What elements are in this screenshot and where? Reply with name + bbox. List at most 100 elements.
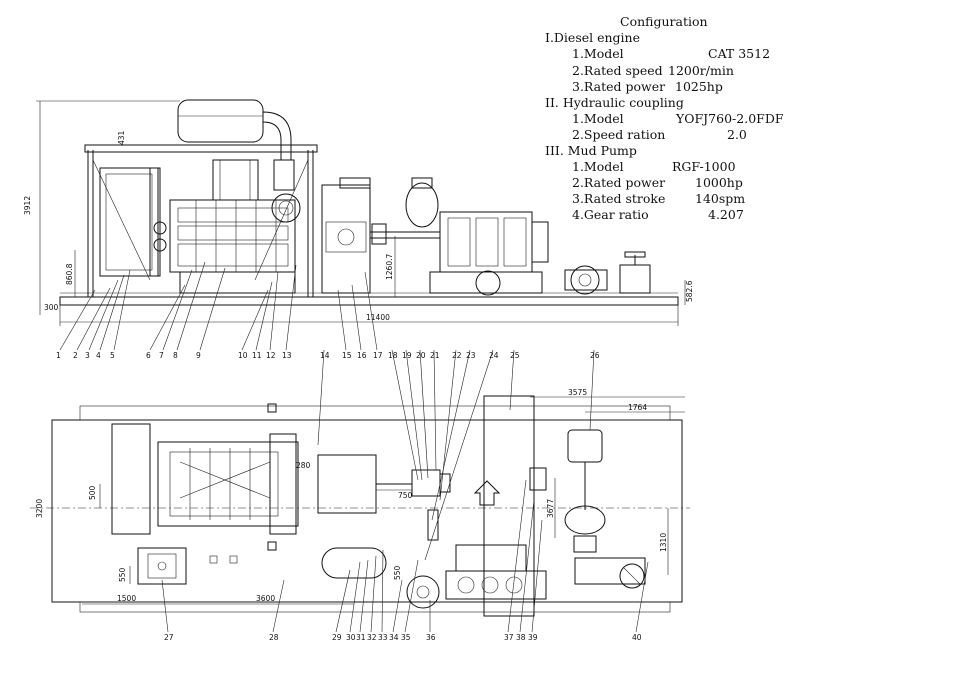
configuration-table: Configuration I.Diesel engine 1.Model CA… — [545, 14, 784, 222]
dim-pump-center: 3677 — [546, 499, 555, 518]
side-leader-8 — [176, 261, 206, 351]
dim-engine-offset: 280 — [296, 461, 311, 470]
top-leader-39 — [531, 519, 543, 633]
top-callout-29: 29 — [332, 633, 342, 642]
top-filter — [427, 509, 439, 541]
dim-tank-size: 550 — [118, 567, 127, 582]
side-upper-leader-14 — [317, 349, 325, 446]
pump-model-value: RGF-1000 — [672, 159, 736, 174]
dim-mid-height: 1260.7 — [385, 254, 394, 280]
top-callout-36: 36 — [426, 633, 436, 642]
top-leader-37 — [507, 479, 527, 633]
side-callout-5: 5 — [110, 351, 115, 360]
top-callout-37: 37 — [504, 633, 514, 642]
engine-power-value: 1025hp — [675, 79, 723, 94]
top-leader-34 — [392, 579, 403, 633]
side-leader-6 — [149, 284, 186, 351]
side-upper-leader-22 — [439, 349, 457, 501]
pump-stroke-value: 140spm — [695, 191, 745, 206]
side-leader-12 — [269, 271, 279, 351]
top-leader-31 — [359, 559, 369, 633]
side-callout-12: 12 — [266, 351, 276, 360]
top-leader-33 — [381, 549, 384, 633]
radiator — [99, 167, 161, 277]
side-upper-callout-26: 26 — [590, 351, 600, 360]
side-dimensions: 3912 431 860.8 300 1260.7 582.6 11400 — [23, 100, 694, 326]
top-leader-28 — [272, 579, 285, 633]
section-diesel-engine: I.Diesel engine — [545, 30, 640, 45]
top-charge-pump — [564, 429, 646, 589]
side-upper-callout-15: 15 — [342, 351, 352, 360]
top-callout-40: 40 — [632, 633, 642, 642]
dim-right-offset: 1310 — [659, 533, 668, 552]
dim-overall-length: 11400 — [366, 313, 390, 322]
top-diesel-engine — [157, 403, 299, 551]
top-leader-32 — [370, 555, 377, 633]
top-leader-30 — [349, 561, 361, 633]
pump-model-label: 1.Model — [572, 159, 624, 174]
dim-right-height: 582.6 — [685, 280, 694, 302]
side-callout-6: 6 — [146, 351, 151, 360]
dim-coupling-offset: 750 — [398, 491, 413, 500]
top-callout-28: 28 — [269, 633, 279, 642]
dim-width: 3200 — [35, 499, 44, 518]
top-callout-35: 35 — [401, 633, 411, 642]
side-callout-8: 8 — [173, 351, 178, 360]
side-upper-callout-22: 22 — [452, 351, 462, 360]
top-leader-40 — [635, 561, 649, 633]
mud-pump-side — [405, 177, 549, 296]
side-callout-10: 10 — [238, 351, 248, 360]
top-callout-34: 34 — [389, 633, 399, 642]
side-callout-3: 3 — [85, 351, 90, 360]
top-radiator — [111, 423, 151, 535]
side-upper-leader-23 — [431, 349, 471, 521]
top-callout-33: 33 — [378, 633, 388, 642]
side-upper-leader-15 — [337, 289, 347, 351]
side-leader-7 — [162, 269, 193, 351]
side-callout-7: 7 — [159, 351, 164, 360]
side-upper-callout-18: 18 — [388, 351, 398, 360]
engine-power-label: 3.Rated power — [572, 79, 665, 94]
side-upper-callout-21: 21 — [430, 351, 440, 360]
dim-cover: 550 — [393, 565, 402, 580]
pump-gear-label: 4.Gear ratio — [572, 207, 649, 222]
side-callout-13: 13 — [282, 351, 292, 360]
diesel-engine — [153, 159, 301, 294]
side-leader-13 — [285, 264, 297, 351]
top-cover-plate — [321, 547, 387, 579]
side-leader-5 — [113, 269, 131, 351]
top-callout-27: 27 — [164, 633, 174, 642]
pump-gear-value: 4.207 — [708, 207, 744, 222]
side-upper-callout-23: 23 — [466, 351, 476, 360]
side-callout-11: 11 — [252, 351, 262, 360]
side-callout-9: 9 — [196, 351, 201, 360]
top-callout-30: 30 — [346, 633, 356, 642]
side-upper-leader-25 — [509, 349, 515, 411]
engine-model-value: CAT 3512 — [708, 46, 770, 61]
suction-valve-side — [564, 251, 651, 295]
side-upper-leader-20 — [419, 349, 429, 479]
side-upper-callout-17: 17 — [373, 351, 383, 360]
side-elevation-view: 3912 431 860.8 300 1260.7 582.6 11400 — [23, 99, 694, 326]
side-upper-leader-18 — [391, 349, 419, 481]
top-leader-27 — [161, 579, 169, 633]
pump-power-value: 1000hp — [695, 175, 743, 190]
coupling-model-label: 1.Model — [572, 111, 624, 126]
dim-mid-distance: 3600 — [256, 594, 275, 603]
side-leader-3 — [88, 279, 119, 351]
side-upper-leader-24 — [424, 349, 494, 561]
top-callout-38: 38 — [516, 633, 526, 642]
side-upper-callout-16: 16 — [357, 351, 367, 360]
top-callout-31: 31 — [356, 633, 366, 642]
top-leader-38 — [519, 499, 535, 633]
side-leader-10 — [241, 289, 269, 351]
top-mud-pump — [406, 395, 547, 617]
configuration-title: Configuration — [620, 14, 708, 29]
top-callout-32: 32 — [367, 633, 377, 642]
side-upper-callout-20: 20 — [416, 351, 426, 360]
side-upper-leader-16 — [351, 284, 362, 351]
dim-top-offset: 431 — [117, 130, 126, 145]
dim-pump-span: 1764 — [628, 403, 647, 412]
